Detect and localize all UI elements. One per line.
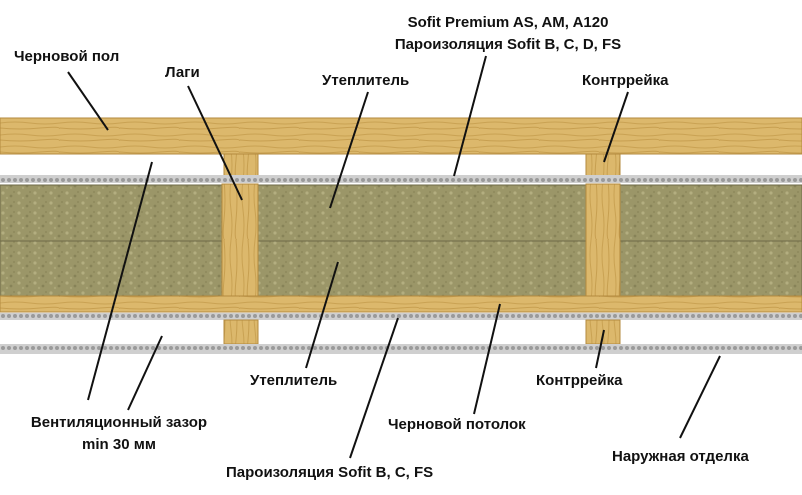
counter-batten-top-right: [585, 153, 621, 177]
insulation-block: [619, 240, 802, 297]
exterior-finish-layer: [0, 344, 802, 354]
leader-insulation-top: [329, 91, 369, 209]
label-sofit-premium: Sofit Premium AS, AM, A120: [407, 14, 609, 31]
label-rough-floor: Черновой пол: [14, 48, 120, 65]
leader-ventilation-gap-2: [127, 335, 163, 411]
insulation-block: [619, 184, 802, 242]
label-joists: Лаги: [165, 64, 200, 81]
joist-right: [585, 183, 621, 297]
label-insulation-bottom: Утеплитель: [250, 372, 338, 389]
leader-ventilation-gap: [87, 161, 153, 401]
counter-batten-bottom-left: [223, 319, 259, 345]
label-vapor-barrier-bottom: Пароизоляция Sofit B, C, FS: [226, 464, 434, 481]
label-ventilation-gap-line1: Вентиляционный зазор: [30, 414, 208, 431]
label-insulation-top: Утеплитель: [322, 72, 410, 89]
leader-vapor-bottom: [349, 317, 399, 459]
label-ventilation-gap-line2: min 30 мм: [82, 436, 156, 453]
bottom-membrane: [0, 313, 802, 320]
insulation-block: [257, 184, 587, 242]
leader-rough-ceiling: [473, 303, 501, 415]
rough-floor-board: [0, 117, 802, 155]
leader-vapor-top: [453, 55, 487, 177]
leader-insulation-bottom: [305, 261, 339, 369]
label-vapor-barrier-top: Пароизоляция Sofit B, C, D, FS: [394, 36, 622, 53]
label-rough-ceiling: Черновой потолок: [388, 416, 526, 433]
label-exterior-finish: Наружная отделка: [612, 448, 749, 465]
leader-rough-floor: [67, 71, 109, 131]
top-membrane: [0, 175, 802, 183]
rough-ceiling-board: [0, 295, 802, 313]
leader-exterior-finish: [679, 355, 721, 439]
leader-lines: [67, 55, 721, 459]
insulation-block: [0, 184, 223, 242]
label-counter-batten-bottom: Контррейка: [536, 372, 623, 389]
joist-left: [221, 183, 259, 297]
leader-joists: [187, 85, 243, 201]
insulation-block: [0, 240, 223, 297]
leader-counter-batten-top: [603, 91, 629, 163]
label-counter-batten-top: Контррейка: [582, 72, 669, 89]
leader-counter-batten-bottom: [595, 329, 605, 369]
insulation-block: [257, 240, 587, 297]
